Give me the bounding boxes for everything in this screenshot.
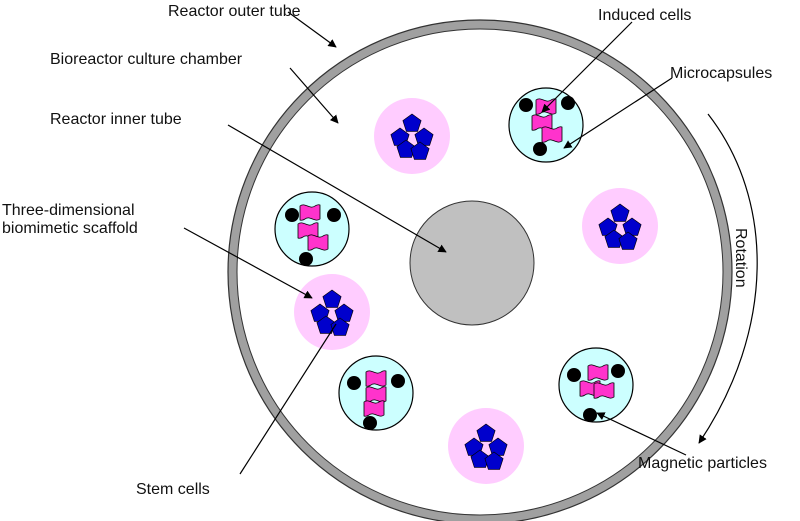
leader-magnetic-particles — [596, 412, 687, 456]
label-reactor-outer-tube: Reactor outer tube — [168, 3, 301, 20]
leader-inner-tube — [227, 124, 447, 253]
scaffold-with-stem-cells — [294, 274, 370, 350]
label-scaffold-line2: biomimetic scaffold — [2, 220, 138, 237]
rotation-arrow — [698, 113, 758, 444]
label-stem-cells: Stem cells — [136, 481, 210, 498]
scaffold-with-stem-cells — [448, 408, 524, 484]
leader-outer-tube — [287, 11, 337, 48]
leader-microcapsules — [563, 77, 673, 149]
label-microcapsules: Microcapsules — [670, 65, 772, 82]
leader-stem-cells — [239, 323, 337, 475]
label-scaffold-line1: Three-dimensional — [2, 202, 135, 219]
scaffold-with-stem-cells — [582, 188, 658, 264]
leader-culture-chamber — [289, 67, 339, 124]
label-culture-chamber: Bioreactor culture chamber — [50, 51, 243, 68]
reactor-inner-tube — [409, 200, 535, 326]
scaffold-with-stem-cells — [374, 98, 450, 174]
microcapsule — [274, 191, 350, 267]
label-induced-cells: Induced cells — [598, 7, 691, 24]
label-reactor-inner-tube: Reactor inner tube — [50, 111, 182, 128]
label-rotation: Rotation — [732, 228, 749, 288]
leader-induced-cells — [541, 21, 633, 113]
microcapsule — [558, 347, 634, 423]
microcapsule — [338, 355, 414, 431]
microcapsule — [508, 87, 584, 163]
label-magnetic-particles: Magnetic particles — [638, 455, 767, 472]
leader-scaffold — [183, 227, 313, 299]
